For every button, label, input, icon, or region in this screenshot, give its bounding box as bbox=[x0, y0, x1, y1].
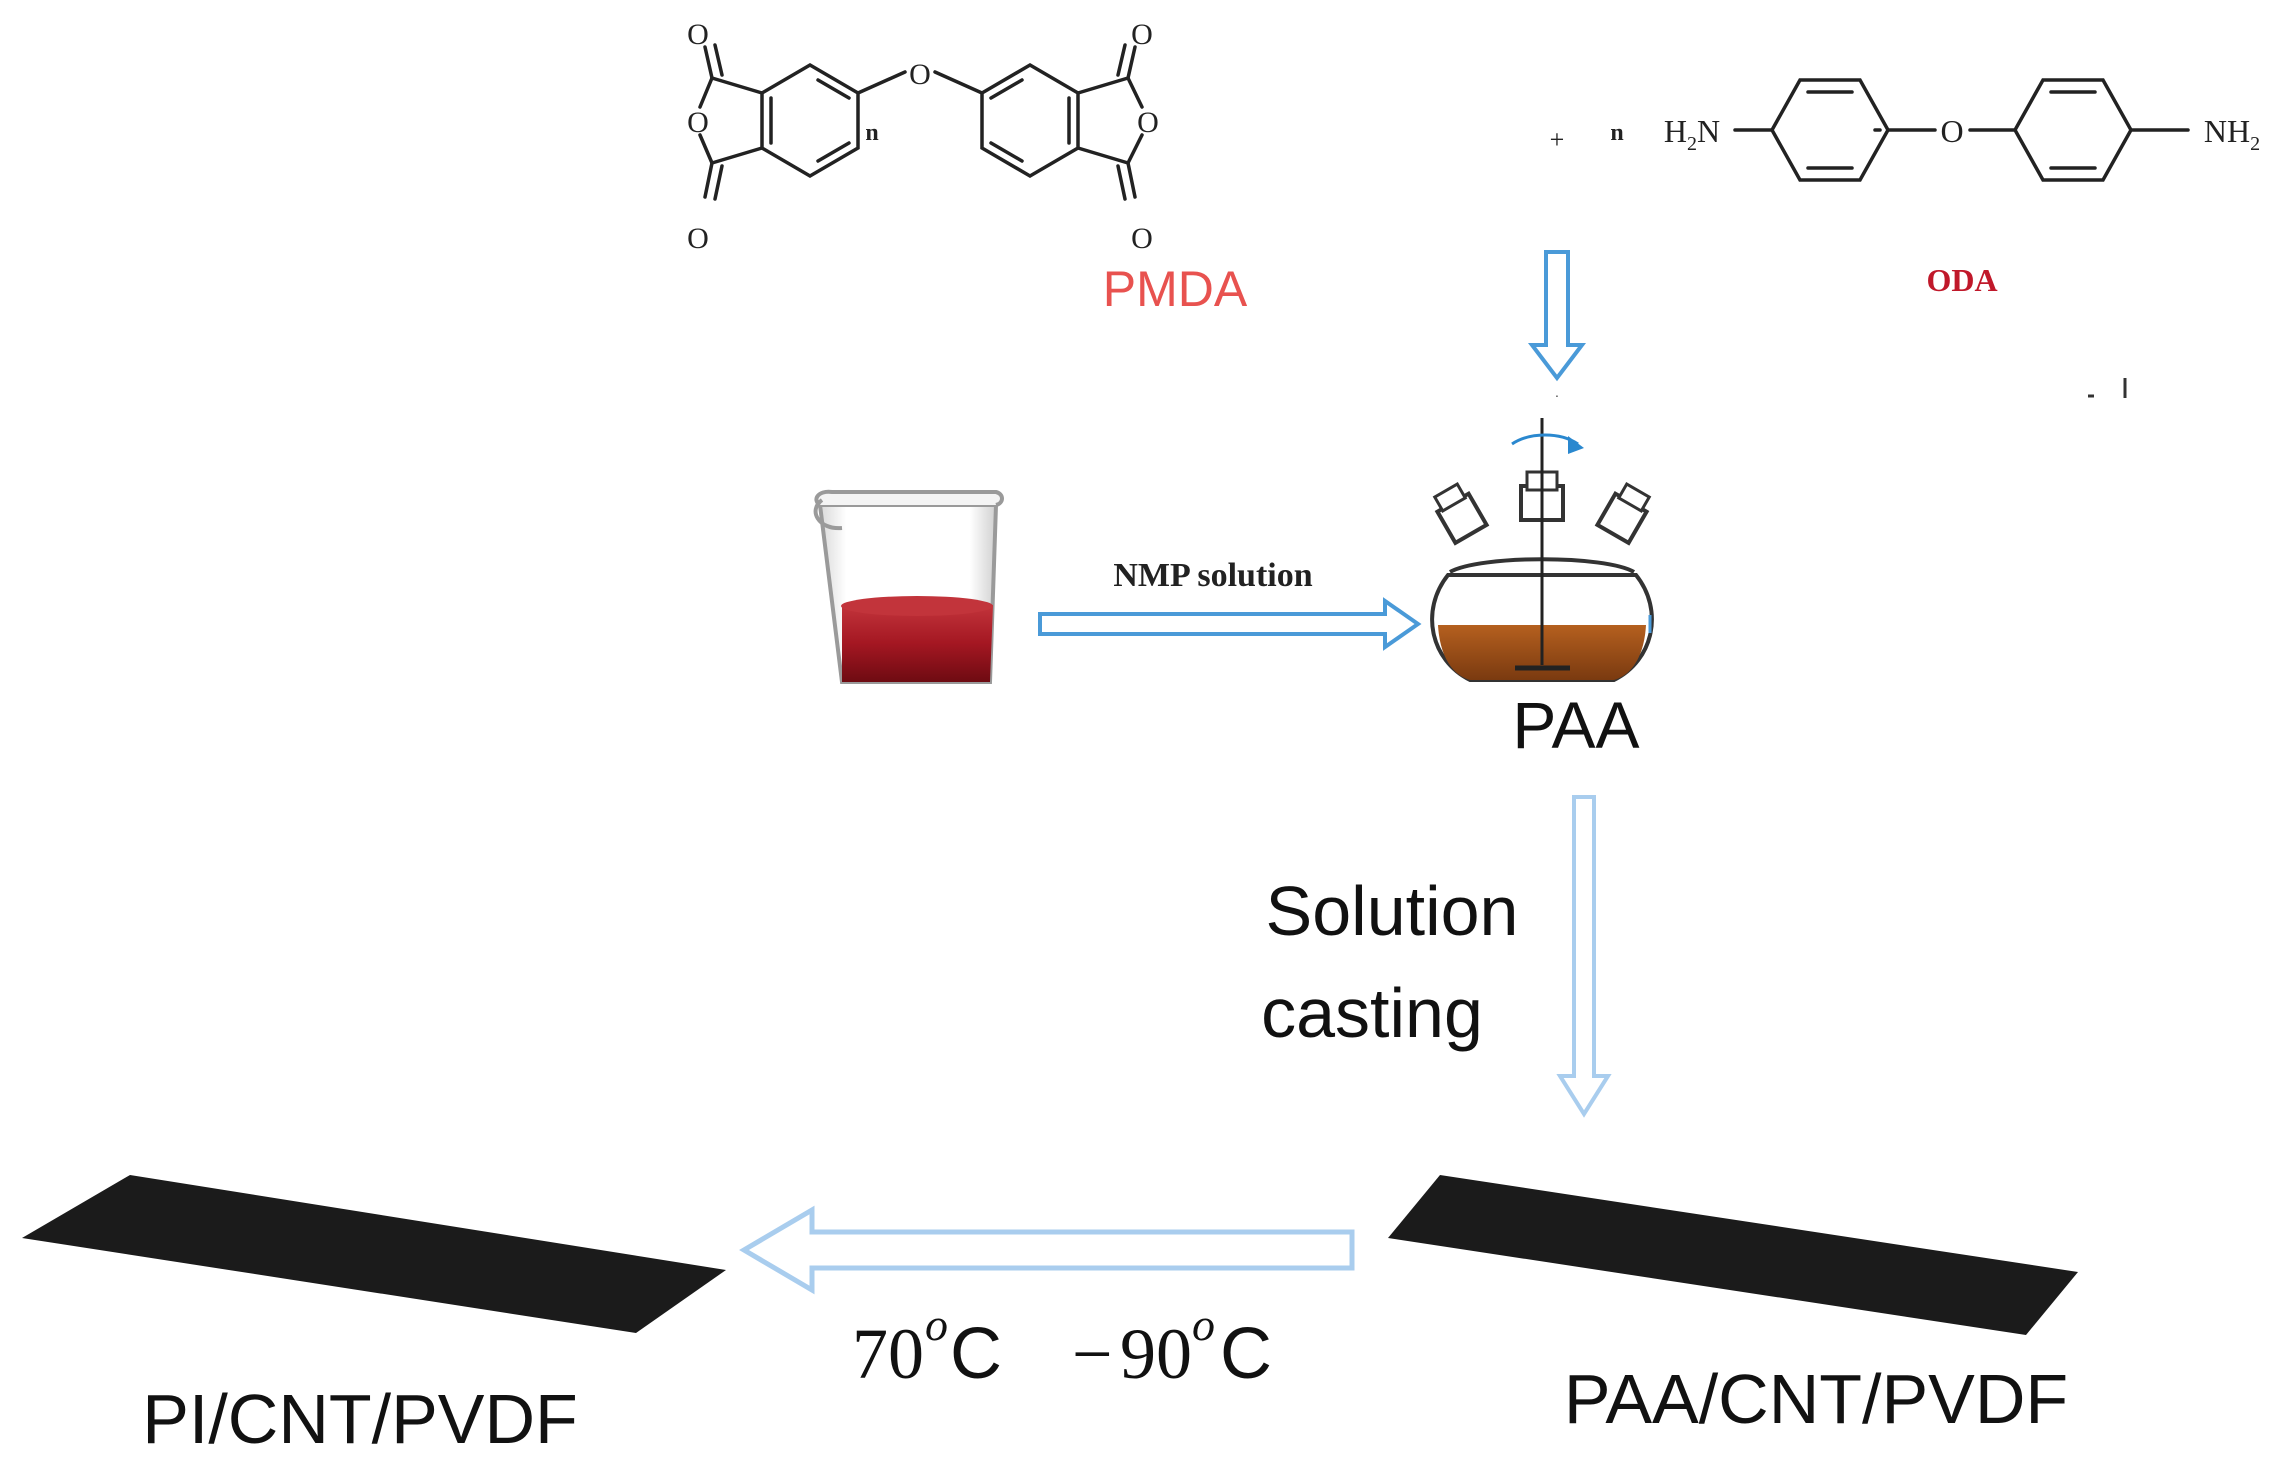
arrow-down-reaction bbox=[1527, 250, 1587, 382]
paa-cnt-pvdf-film bbox=[1388, 1175, 2078, 1335]
beaker bbox=[813, 489, 1004, 684]
round-bottom-flask bbox=[1430, 418, 1654, 682]
temperature-low: 70 bbox=[852, 1314, 924, 1394]
oxygen-atom: O bbox=[1131, 222, 1153, 255]
solution-casting-line1: Solution bbox=[1266, 872, 1519, 950]
pmda-coefficient: n bbox=[865, 120, 878, 146]
oxygen-atom: O bbox=[1940, 113, 1963, 149]
oxygen-atom: O bbox=[1137, 106, 1159, 139]
oxygen-atom: O bbox=[687, 18, 709, 51]
oda-structure bbox=[1733, 78, 2190, 182]
oxygen-atom: O bbox=[687, 222, 709, 255]
oda-label: ODA bbox=[1926, 262, 1997, 298]
pi-cnt-pvdf-film bbox=[22, 1175, 726, 1333]
oxygen-atom: O bbox=[909, 58, 931, 91]
pmda-label: PMDA bbox=[1103, 261, 1248, 317]
arrow-right-nmp bbox=[1038, 597, 1422, 651]
nmp-solution-label: NMP solution bbox=[1113, 557, 1312, 594]
temperature-high: 90 bbox=[1120, 1314, 1192, 1394]
oxygen-atom: O bbox=[687, 106, 709, 139]
paa-label: PAA bbox=[1512, 688, 1639, 762]
amine-right: NH2 bbox=[2204, 113, 2260, 155]
solution-casting-line2: casting bbox=[1261, 974, 1483, 1052]
temperature-label: 70 o C − 90 o C bbox=[852, 1299, 1272, 1394]
degree-symbol: o bbox=[925, 1299, 948, 1350]
degree-symbol: o bbox=[1192, 1299, 1215, 1350]
temperature-dash: − bbox=[1072, 1314, 1113, 1394]
paa-cnt-pvdf-label: PAA/CNT/PVDF bbox=[1564, 1360, 2068, 1438]
arrow-left-curing bbox=[739, 1205, 1355, 1295]
arrow-down-casting bbox=[1556, 795, 1612, 1118]
temperature-unit: C bbox=[950, 1314, 1002, 1394]
temperature-unit: C bbox=[1220, 1314, 1272, 1394]
amine-left: H2N bbox=[1664, 113, 1720, 155]
oda-coefficient: n bbox=[1610, 120, 1623, 146]
pmda-atom-labels: n O O O O O O O bbox=[687, 18, 1159, 255]
pmda-structure bbox=[698, 43, 1144, 201]
stray-mark: · bbox=[1555, 387, 1560, 403]
plus-sign: + bbox=[1550, 125, 1565, 154]
stray-marks bbox=[2088, 378, 2127, 398]
pi-cnt-pvdf-label: PI/CNT/PVDF bbox=[142, 1380, 578, 1458]
oxygen-atom: O bbox=[1131, 18, 1153, 51]
